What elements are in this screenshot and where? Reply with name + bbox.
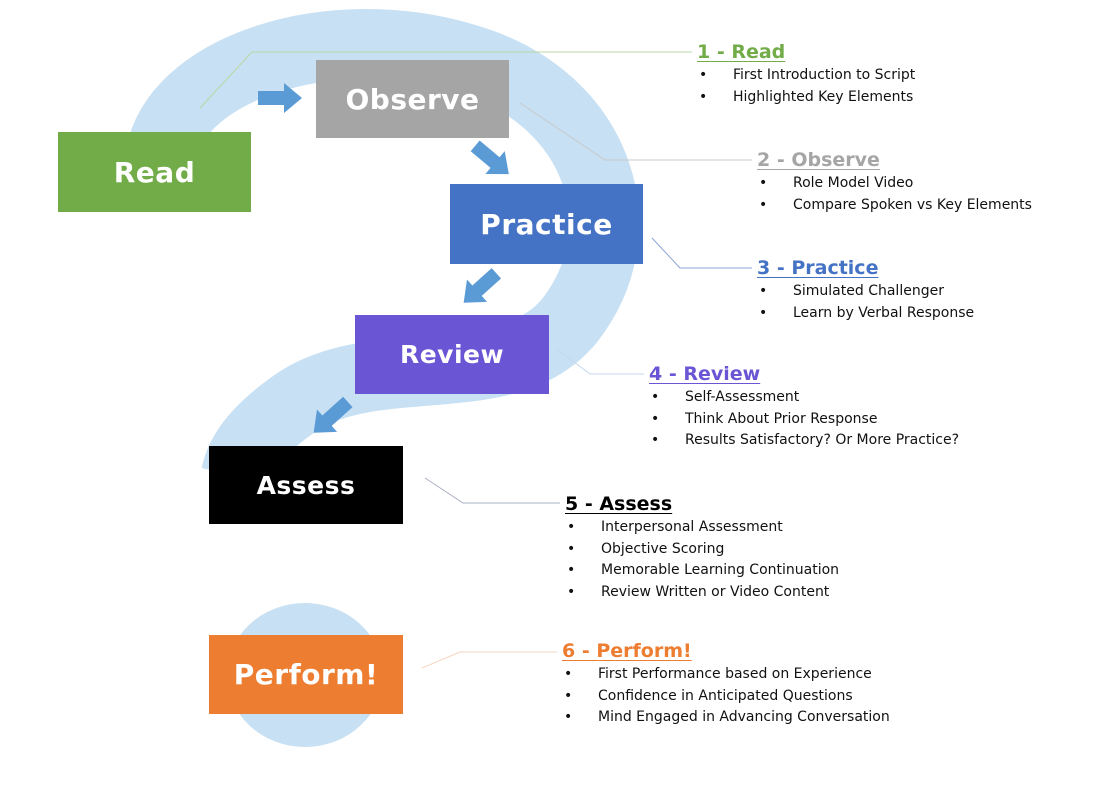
step-box-label: Observe [345,82,480,116]
connector-perform [421,651,557,669]
bullet-item: Interpersonal Assessment [565,517,839,539]
step-box-assess: Assess [209,446,403,524]
connector-review [557,349,644,375]
step-title: 4 - Review [649,363,761,385]
step-description-practice: 3 - Practice Simulated Challenger Learn … [757,257,974,324]
step-box-practice: Practice [450,184,643,264]
bullet-item: Learn by Verbal Response [757,303,974,325]
step-title: 2 - Observe [757,149,880,171]
step-box-perform: Perform! [209,635,403,714]
step-box-label: Assess [256,470,356,500]
bullet-item: Role Model Video [757,173,1032,195]
step-box-label: Read [113,155,196,189]
bullet-list: Simulated Challenger Learn by Verbal Res… [757,281,974,324]
bullet-list: First Introduction to Script Highlighted… [697,65,915,108]
step-title: 1 - Read [697,41,786,63]
step-box-label: Review [399,340,505,369]
bullet-item: Compare Spoken vs Key Elements [757,195,1032,217]
step-box-review: Review [355,315,549,394]
step-box-label: Perform! [233,658,379,691]
bullet-item: Results Satisfactory? Or More Practice? [649,430,959,452]
bullet-list: Interpersonal Assessment Objective Scori… [565,517,839,603]
step-box-read: Read [58,132,251,212]
bullet-item: Self-Assessment [649,387,959,409]
connector-observe [519,102,752,161]
arrow-read-to-observe-icon [258,83,302,113]
step-box-observe: Observe [316,60,509,138]
bullet-item: Review Written or Video Content [565,582,839,604]
bullet-list: First Performance based on Experience Co… [562,664,890,729]
step-description-read: 1 - Read First Introduction to Script Hi… [697,41,915,108]
arrow-review-to-assess-icon [313,396,353,433]
step-box-label: Practice [480,207,613,241]
bullet-list: Self-Assessment Think About Prior Respon… [649,387,959,452]
connector-read [199,51,692,109]
bullet-item: First Performance based on Experience [562,664,890,686]
bullet-item: Memorable Learning Continuation [565,560,839,582]
bullet-item: Confidence in Anticipated Questions [562,686,890,708]
bullet-list: Role Model Video Compare Spoken vs Key E… [757,173,1032,216]
bullet-item: Simulated Challenger [757,281,974,303]
bullet-item: Objective Scoring [565,539,839,561]
arrow-practice-to-review-icon [463,268,502,303]
step-title: 6 - Perform! [562,640,692,662]
step-title: 3 - Practice [757,257,879,279]
step-description-observe: 2 - Observe Role Model Video Compare Spo… [757,149,1032,216]
bullet-item: Highlighted Key Elements [697,87,915,109]
bullet-item: First Introduction to Script [697,65,915,87]
arrow-observe-to-practice-icon [470,140,509,175]
step-title: 5 - Assess [565,493,673,515]
connector-assess [424,477,560,504]
connector-practice [651,237,752,269]
step-description-assess: 5 - Assess Interpersonal Assessment Obje… [565,493,839,603]
bullet-item: Think About Prior Response [649,409,959,431]
step-description-perform: 6 - Perform! First Performance based on … [562,640,890,729]
step-description-review: 4 - Review Self-Assessment Think About P… [649,363,959,452]
bullet-item: Mind Engaged in Advancing Conversation [562,707,890,729]
